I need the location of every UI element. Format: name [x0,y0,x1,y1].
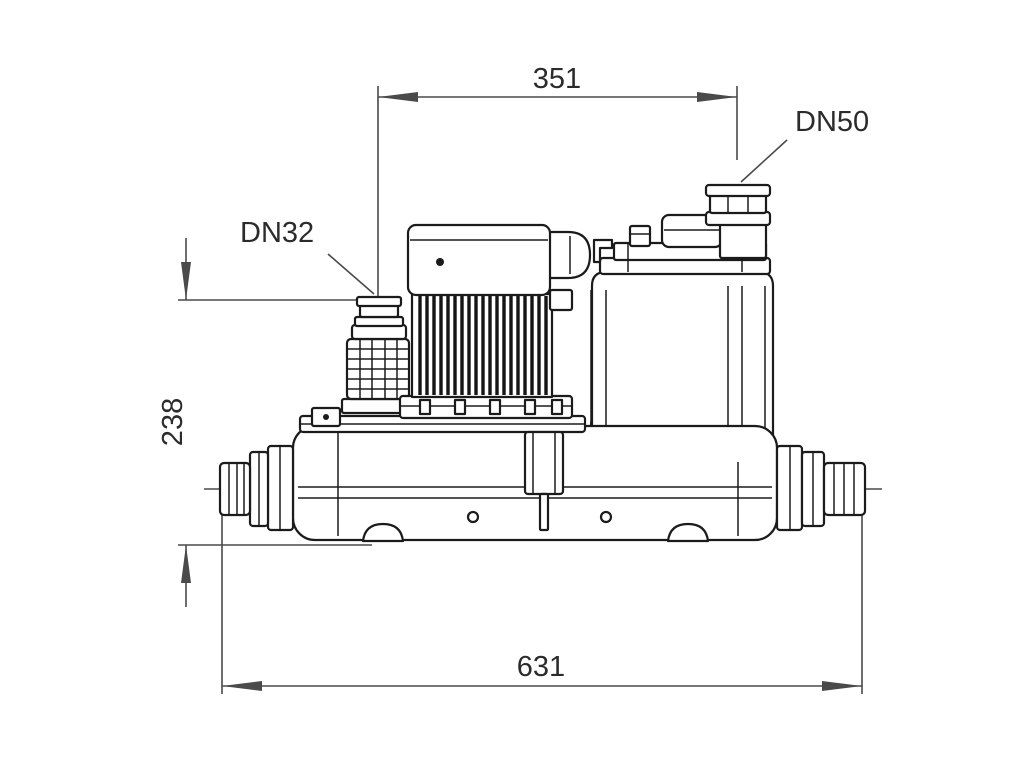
dimension-value-351: 351 [533,63,581,95]
lid-latch [592,238,614,264]
motor-indicator-dot [436,258,444,266]
bellows-ring [353,315,405,328]
vent-fitting [628,224,652,248]
mounting-hole [599,510,613,524]
flange-bolt [418,398,432,416]
connector-coupling [218,461,252,517]
flange-bolt [453,398,467,416]
vertical-chamber [571,183,775,464]
label-dn50-text: DN50 [795,106,869,138]
motor [398,223,592,420]
inlet-bellows [340,295,416,415]
motor-head [406,223,552,297]
arrowhead-bottom [181,545,191,583]
flange-bolt [488,398,502,416]
leader-line [327,253,375,295]
label-dn32: DN32 [240,217,375,295]
dimension-height: 238 [157,238,375,607]
dimension-value-631: 631 [517,651,565,683]
dimension-top-span: 351 [377,63,738,298]
bracket-bolt [323,414,329,420]
valve-body [523,430,565,496]
pipe-connector-left [218,444,295,532]
label-dn32-text: DN32 [240,217,314,249]
flange-bolt [550,398,564,416]
mounting-hole [466,510,480,524]
terminal-box [548,288,574,312]
arrowhead-top [181,262,191,300]
arrowhead-left [378,92,418,102]
valve-rod [538,492,550,532]
arrowhead-right [697,92,737,102]
check-valve [523,430,565,532]
motor-fins [418,296,548,395]
outlet-top-ring [704,183,772,198]
flange-bolt [523,398,537,416]
arrowhead-right [822,681,862,691]
pipe-connector-right [775,444,867,532]
dimension-value-238: 238 [157,398,189,446]
leader-line [740,139,788,183]
cable-gland [546,230,592,280]
foot-left [361,522,405,543]
foot-right [666,522,710,543]
outlet-neck [718,222,768,260]
outlet-socket [708,193,768,215]
arrowhead-left [222,681,262,691]
label-dn50: DN50 [740,106,869,183]
bellows-top-ring [355,295,403,308]
